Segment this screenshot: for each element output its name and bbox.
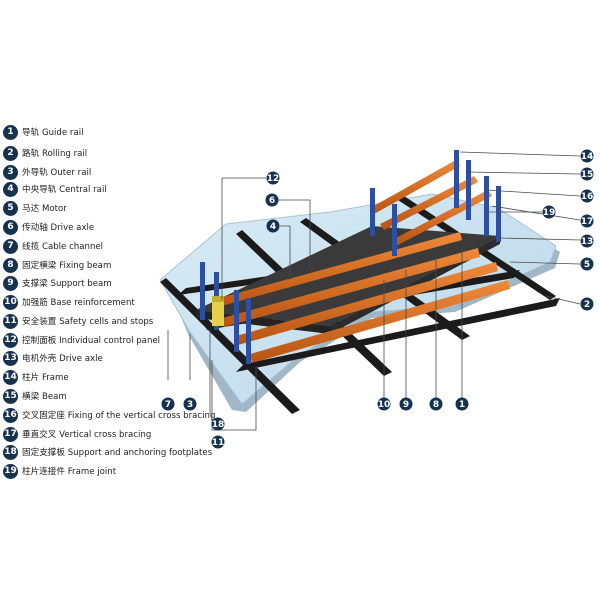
svg-text:5: 5 [584, 260, 590, 270]
svg-text:18: 18 [212, 420, 225, 430]
svg-text:3: 3 [187, 400, 193, 410]
svg-text:12: 12 [267, 174, 280, 184]
motor [212, 296, 224, 326]
svg-text:15: 15 [581, 170, 594, 180]
svg-text:1: 1 [459, 400, 465, 410]
callout-14: 14 [581, 150, 594, 163]
callout-2: 2 [581, 298, 594, 311]
callout-17: 17 [581, 215, 594, 228]
callout-11: 11 [212, 436, 225, 449]
callout-8: 8 [430, 398, 443, 411]
svg-text:11: 11 [212, 438, 225, 448]
svg-text:9: 9 [403, 400, 409, 410]
callout-12: 12 [267, 172, 280, 185]
svg-text:14: 14 [581, 152, 594, 162]
callout-10: 10 [378, 398, 391, 411]
svg-text:4: 4 [270, 222, 276, 232]
callout-6: 6 [266, 194, 279, 207]
callout-4: 4 [267, 220, 280, 233]
callout-1: 1 [456, 398, 469, 411]
svg-text:10: 10 [378, 400, 391, 410]
svg-text:2: 2 [584, 300, 590, 310]
callout-13: 13 [581, 235, 594, 248]
callout-7: 7 [162, 398, 175, 411]
callout-18: 18 [212, 418, 225, 431]
svg-text:16: 16 [581, 192, 594, 202]
svg-text:8: 8 [433, 400, 439, 410]
callout-9: 9 [400, 398, 413, 411]
callout-19: 19 [543, 206, 556, 219]
callout-5: 5 [581, 258, 594, 271]
svg-text:13: 13 [581, 237, 594, 247]
callout-15: 15 [581, 168, 594, 181]
callout-3: 3 [184, 398, 197, 411]
svg-text:7: 7 [165, 400, 171, 410]
svg-text:6: 6 [269, 196, 275, 206]
svg-text:19: 19 [543, 208, 556, 218]
callout-16: 16 [581, 190, 594, 203]
svg-text:17: 17 [581, 217, 594, 227]
